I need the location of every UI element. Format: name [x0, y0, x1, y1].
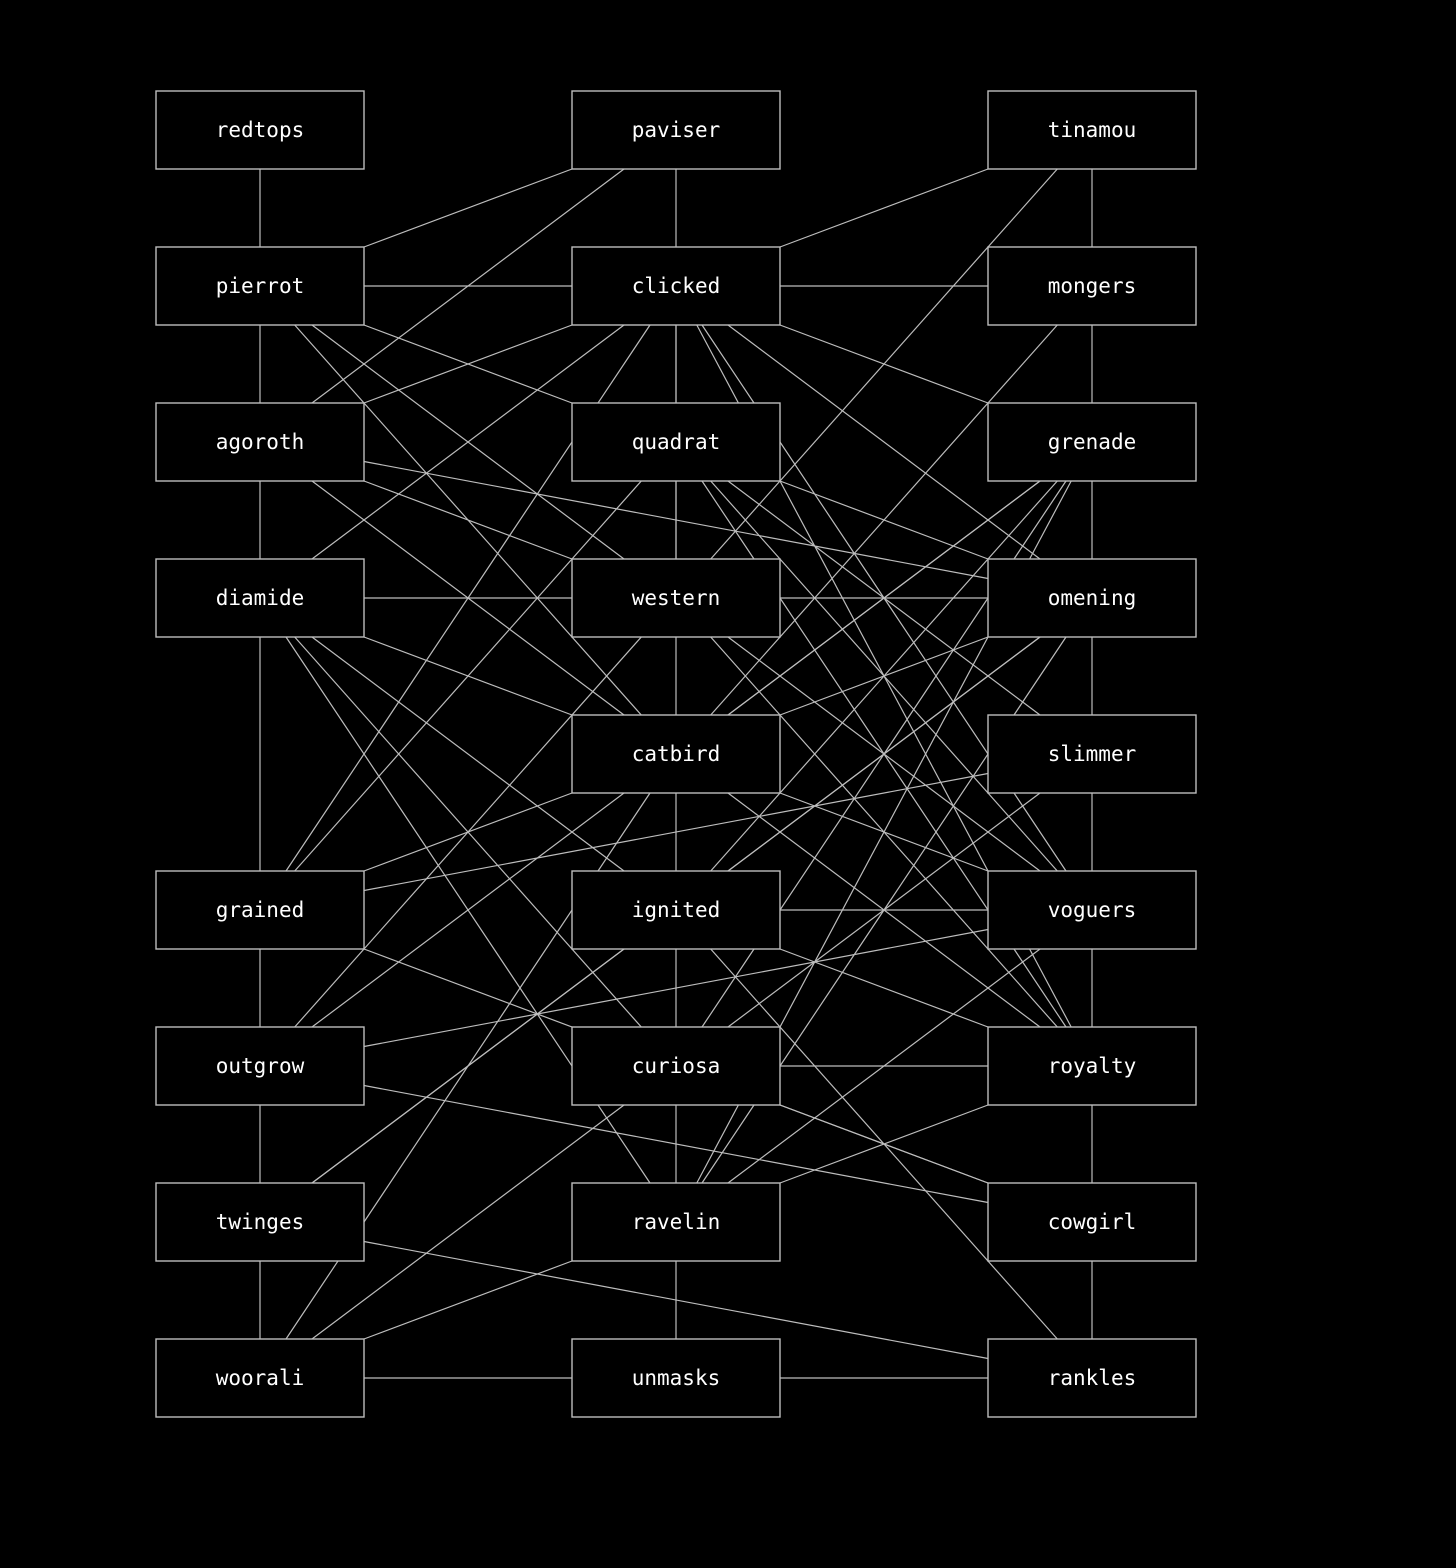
node-label: redtops: [216, 118, 305, 142]
node-label: curiosa: [632, 1054, 721, 1078]
edge-clicked-grenade: [779, 324, 989, 404]
edge-diamide-catbird: [363, 636, 573, 716]
node-label: ravelin: [632, 1210, 721, 1234]
node-omening: omening: [987, 558, 1197, 638]
edge-ignited-twinges: [311, 948, 625, 1184]
node-box: [987, 246, 1197, 326]
node-grenade: grenade: [987, 402, 1197, 482]
edge-ravelin-woorali: [363, 1260, 573, 1340]
node-tinamou: tinamou: [987, 90, 1197, 170]
node-label: voguers: [1048, 898, 1137, 922]
node-label: quadrat: [632, 430, 721, 454]
edge-voguers-outgrow: [363, 928, 989, 1048]
node-box: [155, 1026, 365, 1106]
node-western: western: [571, 558, 781, 638]
node-box: [155, 246, 365, 326]
node-label: woorali: [216, 1366, 305, 1390]
node-unmasks: unmasks: [571, 1338, 781, 1418]
edge-diamide-ignited: [311, 636, 625, 872]
edge-omening-catbird: [779, 636, 989, 716]
node-paviser: paviser: [571, 90, 781, 170]
node-box: [571, 402, 781, 482]
node-label: ignited: [632, 898, 721, 922]
node-label: slimmer: [1048, 742, 1137, 766]
node-woorali: woorali: [155, 1338, 365, 1418]
node-cowgirl: cowgirl: [987, 1182, 1197, 1262]
node-box: [571, 1338, 781, 1418]
node-label: diamide: [216, 586, 305, 610]
edge-clicked-agoroth: [363, 324, 573, 404]
node-box: [155, 558, 365, 638]
node-label: paviser: [632, 118, 721, 142]
node-box: [571, 1026, 781, 1106]
node-catbird: catbird: [571, 714, 781, 794]
node-box: [155, 1182, 365, 1262]
node-label: twinges: [216, 1210, 305, 1234]
node-box: [987, 1182, 1197, 1262]
node-box: [987, 558, 1197, 638]
node-grained: grained: [155, 870, 365, 950]
node-label: unmasks: [632, 1366, 721, 1390]
node-box: [987, 1026, 1197, 1106]
node-box: [987, 870, 1197, 950]
node-label: pierrot: [216, 274, 305, 298]
edge-paviser-pierrot: [363, 168, 573, 248]
node-box: [571, 558, 781, 638]
node-label: grained: [216, 898, 305, 922]
node-box: [571, 714, 781, 794]
node-twinges: twinges: [155, 1182, 365, 1262]
edge-catbird-grained: [363, 792, 573, 872]
node-voguers: voguers: [987, 870, 1197, 950]
node-label: omening: [1048, 586, 1137, 610]
node-box: [155, 90, 365, 170]
node-label: rankles: [1048, 1366, 1137, 1390]
node-ravelin: ravelin: [571, 1182, 781, 1262]
node-box: [571, 246, 781, 326]
node-box: [571, 870, 781, 950]
edge-agoroth-western: [363, 480, 573, 560]
node-box: [571, 1182, 781, 1262]
node-box: [571, 90, 781, 170]
edge-tinamou-clicked: [779, 168, 989, 248]
node-box: [155, 870, 365, 950]
node-box: [987, 402, 1197, 482]
node-label: tinamou: [1048, 118, 1137, 142]
node-clicked: clicked: [571, 246, 781, 326]
node-outgrow: outgrow: [155, 1026, 365, 1106]
node-slimmer: slimmer: [987, 714, 1197, 794]
node-diamide: diamide: [155, 558, 365, 638]
nodes-layer: redtops paviser tinamou pierrot clicked monge…: [155, 90, 1197, 1418]
edge-slimmer-grained: [363, 772, 989, 892]
node-label: western: [632, 586, 721, 610]
node-label: royalty: [1048, 1054, 1137, 1078]
node-label: mongers: [1048, 274, 1137, 298]
edge-royalty-ravelin: [779, 1104, 989, 1184]
node-curiosa: curiosa: [571, 1026, 781, 1106]
node-box: [987, 90, 1197, 170]
node-label: catbird: [632, 742, 721, 766]
node-box: [155, 402, 365, 482]
node-ignited: ignited: [571, 870, 781, 950]
node-label: clicked: [632, 274, 721, 298]
node-redtops: redtops: [155, 90, 365, 170]
node-label: grenade: [1048, 430, 1137, 454]
node-pierrot: pierrot: [155, 246, 365, 326]
node-rankles: rankles: [987, 1338, 1197, 1418]
node-quadrat: quadrat: [571, 402, 781, 482]
node-label: outgrow: [216, 1054, 305, 1078]
node-box: [987, 1338, 1197, 1418]
node-box: [987, 714, 1197, 794]
node-label: cowgirl: [1048, 1210, 1137, 1234]
edge-curiosa-woorali: [311, 1104, 625, 1340]
node-label: agoroth: [216, 430, 305, 454]
node-agoroth: agoroth: [155, 402, 365, 482]
node-box: [155, 1338, 365, 1418]
node-mongers: mongers: [987, 246, 1197, 326]
node-royalty: royalty: [987, 1026, 1197, 1106]
